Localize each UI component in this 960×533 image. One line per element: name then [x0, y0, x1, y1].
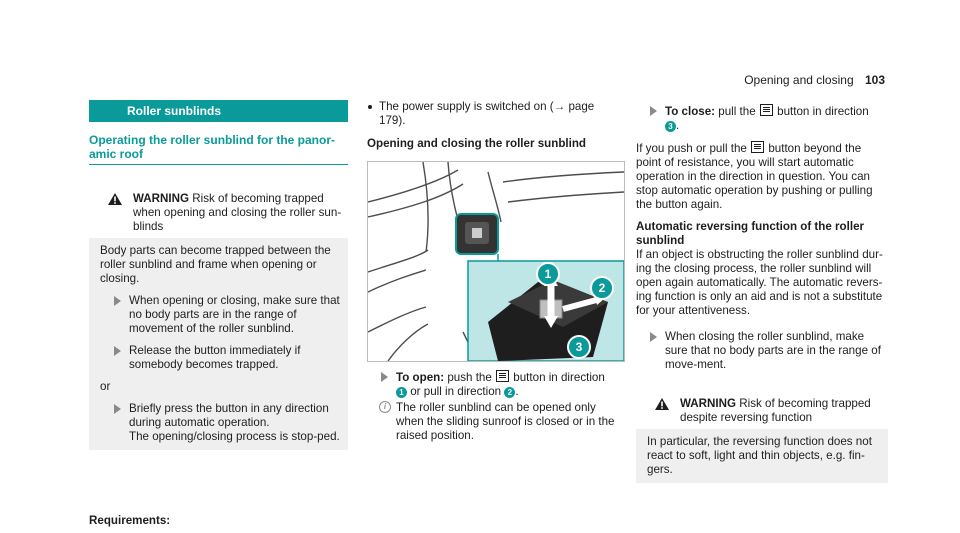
roller-sunblind-button-icon — [751, 141, 765, 153]
bullet-item: The power supply is switched on (→ page … — [367, 100, 623, 128]
figure-callout-3: 3 — [567, 335, 591, 359]
or-text: or — [100, 380, 111, 393]
subheading: Operating the roller sunblind for the pa… — [89, 133, 348, 165]
section-heading: Automatic reversing function of the roll… — [636, 220, 865, 247]
step-arrow-icon — [650, 106, 657, 116]
roller-sunblind-button-icon — [759, 104, 773, 116]
step-arrow-icon — [114, 404, 121, 414]
step-item: Release the button immediately if somebo… — [100, 344, 340, 372]
direction-badge-3: 3 — [665, 121, 676, 132]
warning-box: WARNING Risk of becoming trapped when op… — [89, 185, 348, 450]
step-item: When opening or closing, make sure that … — [100, 294, 340, 336]
roller-sunblind-button-icon — [496, 370, 510, 382]
illustration-svg: 1 2 3 — [368, 162, 624, 361]
column-left: Roller sunblinds Operating the roller su… — [89, 100, 348, 528]
warning-body-text: In particular, the reversing function do… — [647, 435, 872, 476]
step-item: When closing the roller sunblind, make s… — [636, 330, 888, 372]
step-arrow-icon — [650, 332, 657, 342]
figure-callout-2: 2 — [590, 276, 614, 300]
column-middle: The power supply is switched on (→ page … — [367, 100, 625, 443]
roller-sunblind-illustration: 1 2 3 — [367, 161, 625, 362]
page-number: 103 — [864, 73, 885, 87]
warning-label: WARNING — [680, 397, 737, 410]
requirements-heading: Requirements: — [89, 514, 171, 527]
step-arrow-icon — [114, 296, 121, 306]
paragraph: If an object is obstructing the roller s… — [636, 248, 883, 317]
warning-triangle-icon — [655, 398, 669, 410]
column-right: To close: pull the button in direction 3… — [636, 100, 888, 483]
warning-body: Body parts can become trapped between th… — [89, 238, 348, 450]
direction-badge-1: 1 — [396, 387, 407, 398]
warning-title: Risk of becoming trapped when opening an… — [133, 192, 342, 233]
svg-text:2: 2 — [599, 281, 606, 295]
step-item: Briefly press the button in any directio… — [100, 402, 340, 444]
svg-text:3: 3 — [576, 340, 583, 354]
direction-badge-2: 2 — [504, 387, 516, 398]
step-open: To open: push the button in direction 1 … — [367, 370, 623, 399]
section-bar: Roller sunblinds — [89, 100, 348, 122]
figure-callout-1: 1 — [536, 262, 560, 286]
paragraph: If you push or pull the button beyond th… — [636, 141, 873, 211]
header-section: Opening and closing — [744, 73, 854, 87]
warning-body: In particular, the reversing function do… — [636, 429, 888, 483]
section-heading: Opening and closing the roller sunblind — [367, 137, 587, 150]
info-icon: i — [379, 401, 391, 413]
page-header: Opening and closing 103 — [660, 73, 885, 87]
warning-title: Risk of becoming trapped despite reversi… — [680, 397, 871, 424]
step-arrow-icon — [114, 346, 121, 356]
warning-label: WARNING — [133, 192, 190, 205]
warning-header: WARNING Risk of becoming trapped despite… — [636, 390, 888, 429]
warning-triangle-icon — [108, 193, 122, 205]
info-note: i The roller sunblind can be opened only… — [367, 401, 623, 443]
svg-text:1: 1 — [545, 267, 552, 281]
warning-header: WARNING Risk of becoming trapped when op… — [89, 185, 348, 238]
step-close: To close: pull the button in direction 3… — [636, 104, 888, 133]
step-arrow-icon — [381, 372, 388, 382]
warning-body-text: Body parts can become trapped between th… — [100, 244, 331, 285]
warning-box: WARNING Risk of becoming trapped despite… — [636, 390, 888, 483]
